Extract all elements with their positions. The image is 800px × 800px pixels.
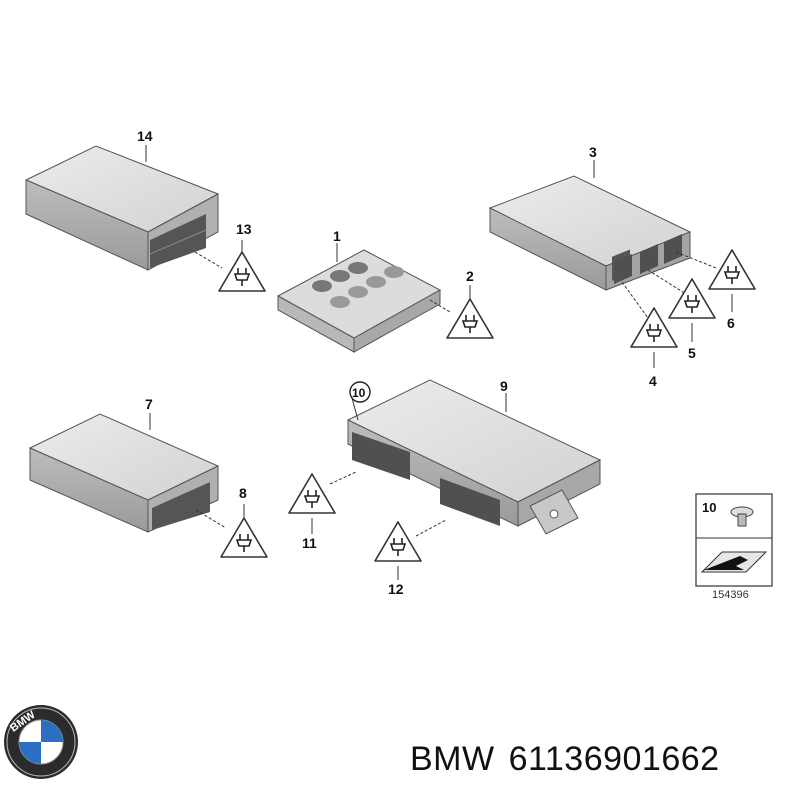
part-caption: BMW 61136901662 bbox=[410, 740, 734, 779]
control-module-1 bbox=[276, 243, 451, 353]
warning-triangle-5 bbox=[668, 278, 716, 342]
warning-triangle-11 bbox=[288, 473, 336, 534]
warning-triangle-4 bbox=[630, 307, 678, 368]
caption-part-number: 61136901662 bbox=[508, 740, 720, 778]
warning-triangle-6 bbox=[708, 249, 756, 312]
callout-1: 1 bbox=[333, 228, 341, 244]
surface-arrow-icon bbox=[700, 551, 768, 573]
warning-triangle-12 bbox=[374, 521, 422, 580]
callout-12: 12 bbox=[388, 581, 404, 597]
control-module-14 bbox=[24, 145, 223, 271]
callout-4: 4 bbox=[649, 373, 657, 389]
warning-triangle-2 bbox=[446, 285, 494, 339]
callout-9: 9 bbox=[500, 378, 508, 394]
control-module-7 bbox=[28, 413, 227, 533]
callout-2: 2 bbox=[466, 268, 474, 284]
callout-5: 5 bbox=[688, 345, 696, 361]
callout-6: 6 bbox=[727, 315, 735, 331]
callout-11: 11 bbox=[302, 535, 317, 551]
callout-3: 3 bbox=[589, 144, 597, 160]
diagram-code: 154396 bbox=[712, 589, 749, 601]
callout-10-circled: 10 bbox=[349, 381, 371, 403]
control-module-3 bbox=[488, 160, 717, 319]
callout-7: 7 bbox=[145, 396, 153, 412]
caption-brand: BMW bbox=[410, 740, 495, 778]
callout-8: 8 bbox=[239, 485, 247, 501]
screw-inset: 10 154396 bbox=[695, 493, 773, 601]
callout-14: 14 bbox=[137, 128, 153, 144]
warning-triangle-13 bbox=[218, 240, 266, 292]
callout-13: 13 bbox=[236, 221, 252, 237]
control-module-9 bbox=[329, 379, 602, 537]
callout-10: 10 bbox=[352, 386, 366, 400]
bmw-roundel-icon: BMW bbox=[4, 705, 78, 779]
warning-triangle-8 bbox=[220, 504, 268, 558]
screw-icon bbox=[730, 506, 754, 527]
inset-part-label: 10 bbox=[702, 500, 716, 515]
